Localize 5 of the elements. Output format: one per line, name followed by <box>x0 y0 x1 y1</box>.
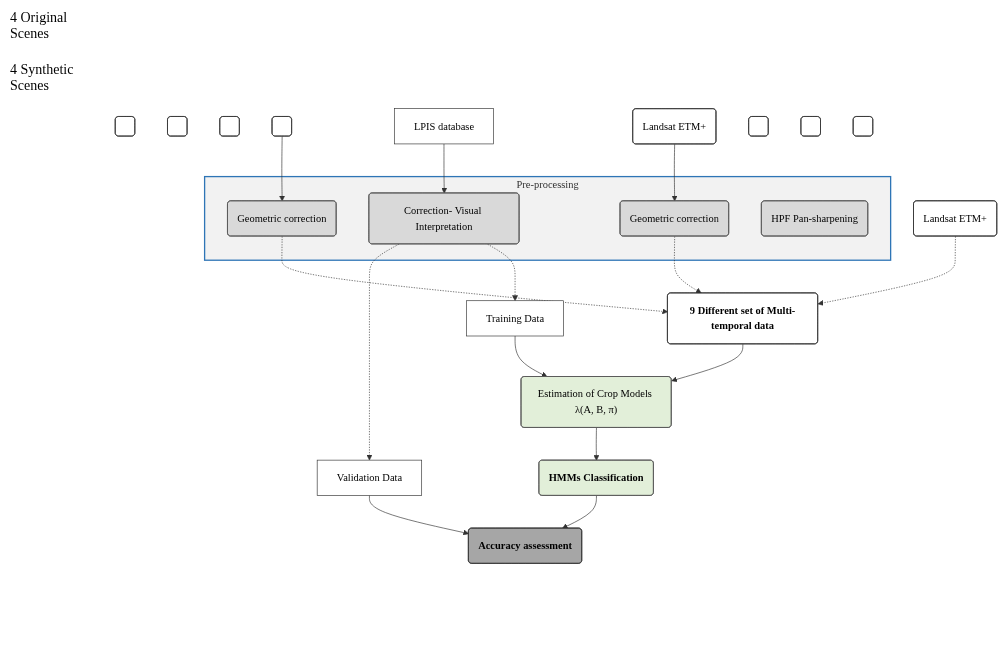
node-box: LPIS database <box>394 108 494 145</box>
side-note: 4 Original Scenes <box>10 10 69 42</box>
side-note: 4 Synthetic Scenes <box>10 62 75 94</box>
node-box: Validation Data <box>316 459 422 496</box>
node-box: Training Data <box>466 300 564 337</box>
